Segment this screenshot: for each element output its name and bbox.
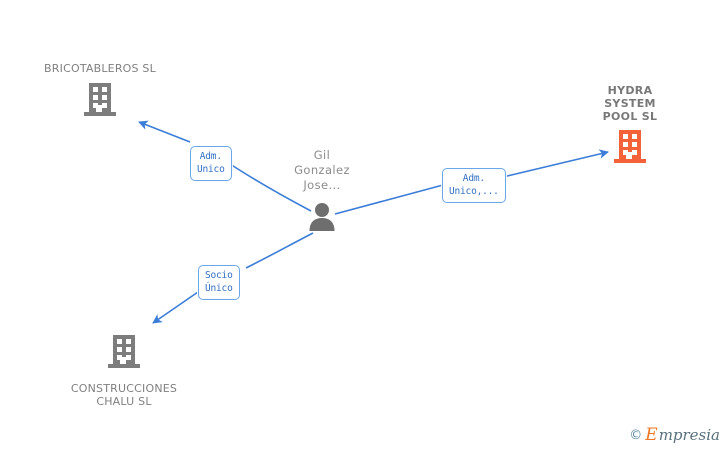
edge-line-bricotableros xyxy=(223,159,312,212)
building-icon xyxy=(106,333,142,375)
person-node-gil-gonzalez[interactable]: Gil Gonzalez Jose... xyxy=(242,148,402,235)
edge-arrow-hydra xyxy=(502,149,609,178)
brand-name: mpresia xyxy=(658,426,720,444)
company-node-hydra[interactable]: HYDRA SYSTEM POOL SL xyxy=(545,84,715,170)
edge-arrow-construcciones xyxy=(152,291,199,324)
building-icon xyxy=(82,81,118,123)
company-node-bricotableros[interactable]: BRICOTABLEROS SL xyxy=(15,62,185,123)
company-label-construcciones: CONSTRUCCIONES CHALU SL xyxy=(70,382,178,408)
company-node-construcciones[interactable]: CONSTRUCCIONES CHALU SL xyxy=(39,333,209,408)
edge-label-socio-unico-construcciones[interactable]: Socio Único xyxy=(198,265,240,300)
building-icon xyxy=(612,128,648,170)
person-icon xyxy=(307,201,337,235)
edge-line-hydra xyxy=(334,184,444,215)
company-label-bricotableros: BRICOTABLEROS SL xyxy=(44,62,156,75)
edge-label-adm-unico-bricotableros[interactable]: Adm. Unico xyxy=(190,146,232,181)
edge-label-adm-unico-hydra[interactable]: Adm. Unico,... xyxy=(442,168,506,203)
company-label-hydra: HYDRA SYSTEM POOL SL xyxy=(602,84,658,123)
person-name-label: Gil Gonzalez Jose... xyxy=(294,148,350,192)
empresia-watermark: © E mpresia xyxy=(629,427,720,444)
edge-arrow-bricotableros xyxy=(138,120,191,143)
edge-line-construcciones xyxy=(245,232,314,269)
brand-initial: E xyxy=(645,425,658,445)
copyright-icon: © xyxy=(629,428,643,443)
